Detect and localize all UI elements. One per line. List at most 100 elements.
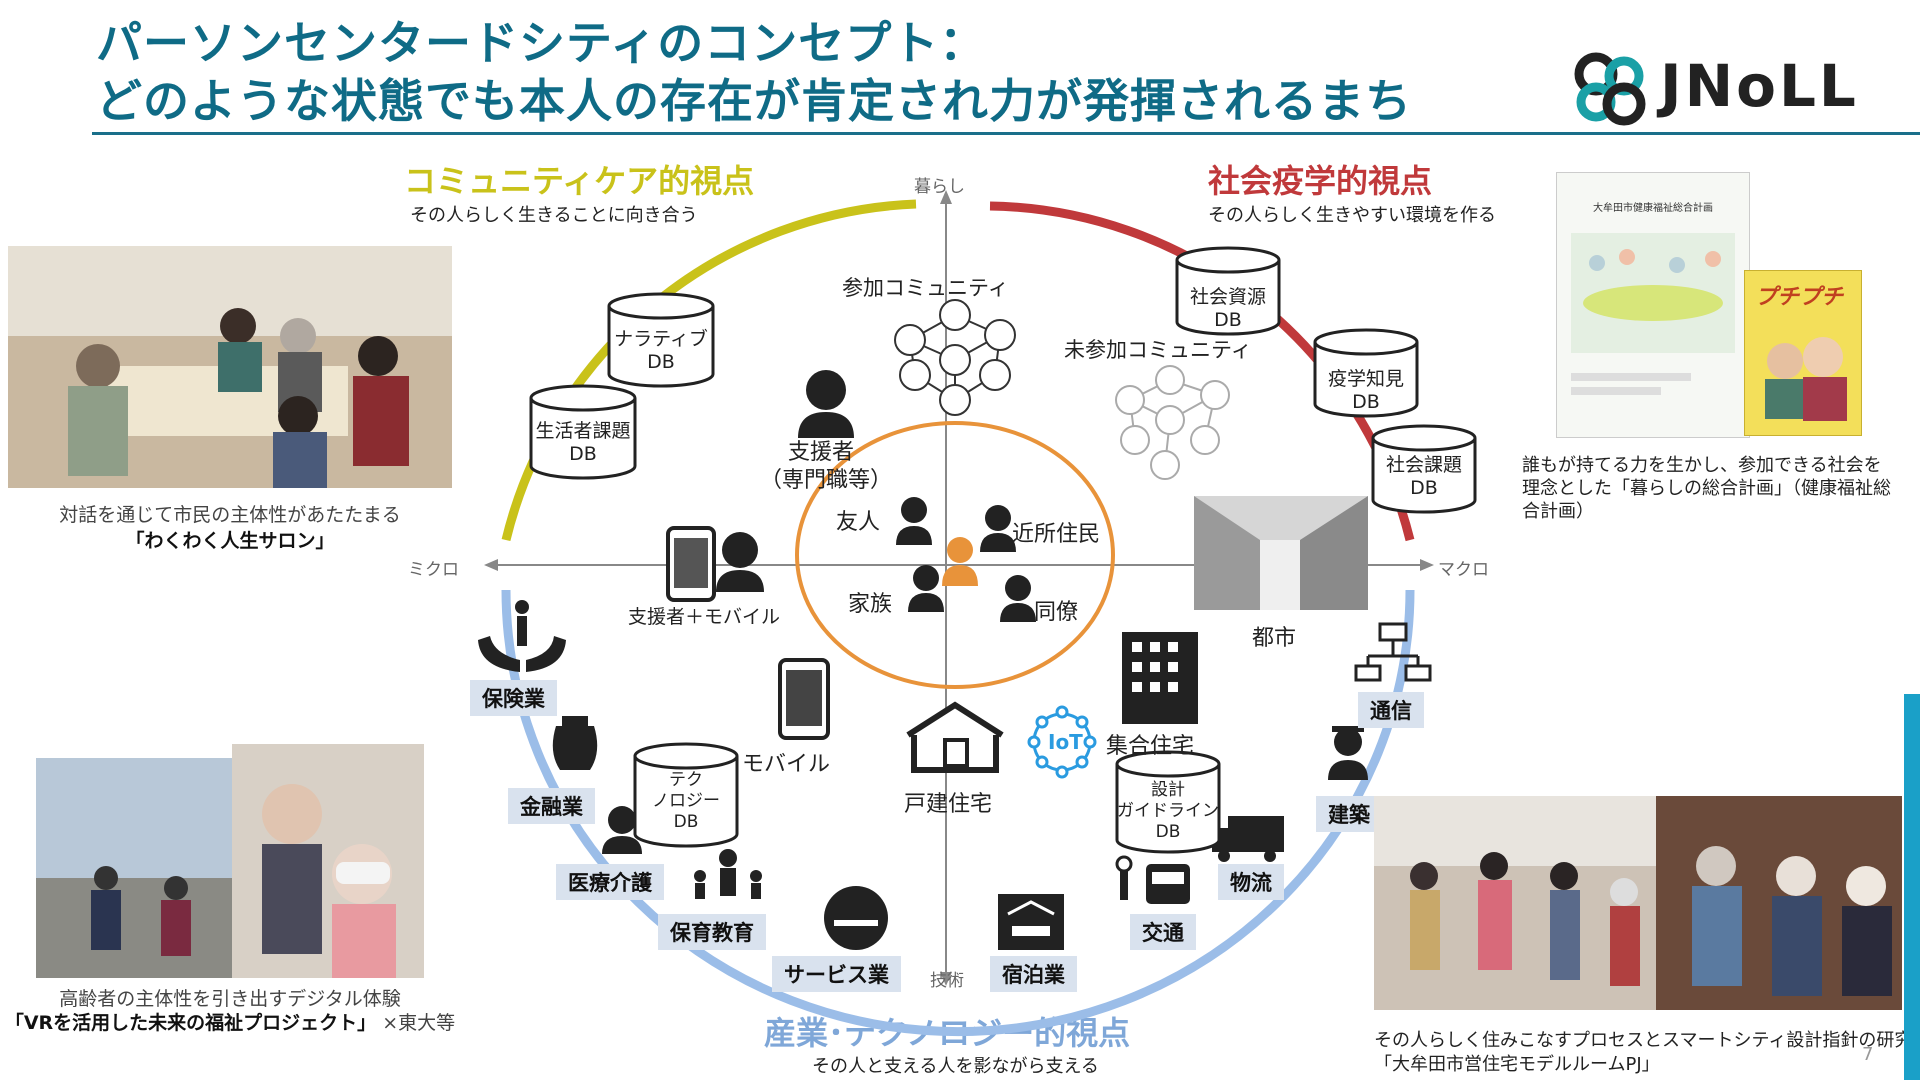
insurance-tag: 保険業 — [470, 680, 557, 716]
title-line-2: どのような状態でも本人の存在が肯定され力が発揮されるまち — [96, 74, 1412, 128]
social-issues-db-line1: 社会課題 — [1385, 454, 1462, 476]
axis-label-left: ミクロ — [408, 560, 459, 580]
booklet-illustration — [1571, 233, 1735, 395]
non-participating-community-label: 未参加コミュニティ — [1064, 338, 1252, 362]
network-communication-icon — [1354, 622, 1432, 682]
booklet2-title: プチプチ — [1755, 285, 1844, 310]
page-number: 7 — [1862, 1044, 1874, 1065]
design-guideline-db-line3: DB — [1155, 822, 1181, 842]
horizontal-axis-arrow-right — [1420, 559, 1434, 571]
database-cylinder-icon — [1115, 750, 1221, 854]
booklet2-illustration — [1765, 337, 1847, 421]
epidemiology-db-line2: DB — [1352, 391, 1380, 413]
database-cylinder-icon — [633, 742, 739, 848]
transportation-tag: 交通 — [1130, 914, 1196, 950]
colleague-icon — [1000, 575, 1036, 622]
medical-care-icon — [602, 806, 642, 854]
iot-label: IoT — [1048, 730, 1083, 754]
city-street-image — [1194, 496, 1368, 610]
narrative-db-line2: DB — [647, 351, 675, 373]
salon-caption-1: 対話を通じて市民の主体性があたたまる — [59, 504, 401, 526]
delivery-truck-icon — [1212, 816, 1284, 862]
family-label: 家族 — [848, 592, 893, 617]
mobile-phone-icon — [778, 658, 830, 740]
chain-link-logo-icon — [1574, 52, 1646, 126]
supporter-icon — [798, 370, 854, 438]
social-resources-db-line2: DB — [1214, 309, 1242, 331]
page-title: パーソンセンタードシティのコンセプト： どのような状態でも本人の存在が肯定され力… — [96, 14, 1412, 130]
database-cylinder-icon — [1175, 246, 1281, 336]
general-plan-description: 誰もが持てる力を生かし、参加できる社会を理念とした「暮らしの総合計画」（健康福祉… — [1522, 455, 1891, 522]
model-room-caption-2: 「大牟田市営住宅モデルルームPJ」 — [1374, 1054, 1660, 1075]
salon-caption-2: 「わくわく人生サロン」 — [125, 530, 335, 552]
participating-community-label: 参加コミュニティ — [842, 276, 1009, 300]
vr-outdoor-photo — [36, 758, 232, 978]
vr-headset-illustration — [232, 744, 424, 978]
neighbor-icon — [980, 505, 1016, 552]
title-line-1: パーソンセンタードシティのコンセプト： — [96, 16, 987, 70]
technology-db-line2: ノロジー — [652, 791, 720, 811]
construction-tag: 建築 — [1316, 796, 1382, 832]
house-icon — [906, 701, 1004, 773]
vr-outdoor-illustration — [36, 758, 232, 978]
non-participating-community-network-icon — [1115, 365, 1230, 480]
finance-tag: 金融業 — [508, 788, 595, 824]
model-room-illustration-1 — [1374, 796, 1658, 1010]
design-guideline-db-line1: 設計 — [1151, 780, 1185, 800]
colleague-label: 同僚 — [1034, 600, 1079, 625]
lodging-tag: 宿泊業 — [990, 956, 1077, 992]
vertical-axis-arrow-down — [940, 972, 952, 986]
apartment-label: 集合住宅 — [1106, 734, 1195, 759]
resident-issues-db-line2: DB — [569, 443, 597, 465]
database-cylinder-icon — [1313, 328, 1419, 418]
model-room-illustration-2 — [1656, 796, 1902, 1010]
mobile-label: モバイル — [742, 752, 831, 777]
epidemiology-db-line1: 疫学知見 — [1327, 368, 1404, 390]
social-issues-db-line2: DB — [1410, 477, 1438, 499]
horizontal-axis-arrow-left — [484, 559, 498, 571]
supporter-label: 支援者 — [788, 440, 855, 465]
childcare-education-tag: 保育教育 — [658, 914, 766, 950]
industry-tech-sub: その人と支える人を影ながら支える — [812, 1056, 1099, 1077]
database-cylinder-icon — [529, 384, 637, 480]
vertical-axis-arrow-up — [940, 190, 952, 204]
puchi-puchi-booklet: プチプチ — [1744, 270, 1862, 436]
model-room-caption-1: その人らしく住みこなすプロセスとスマートシティ設計指針の研究開発 — [1374, 1030, 1920, 1051]
family-icon — [908, 565, 944, 612]
personal-network-circle — [795, 421, 1115, 689]
supporter-sub-label: （専門職等） — [760, 468, 893, 493]
axis-label-right: マクロ — [1438, 560, 1489, 580]
salon-photo — [8, 246, 452, 488]
money-bag-icon — [552, 716, 598, 770]
health-welfare-plan-booklet: 大牟田市健康福祉総合計画 — [1556, 172, 1750, 438]
childcare-family-icon — [694, 849, 762, 899]
supporter-mobile-label: 支援者＋モバイル — [628, 606, 781, 628]
axis-label-bottom: 技術 — [930, 971, 964, 991]
logistics-tag: 物流 — [1218, 864, 1284, 900]
apartment-icon — [1122, 632, 1198, 724]
friend-label: 友人 — [836, 510, 881, 535]
logo-text: JNoLL — [1660, 52, 1859, 120]
iot-icon — [1027, 705, 1097, 779]
design-guideline-db-line2: ガイドライン — [1117, 801, 1219, 821]
database-cylinder-icon — [607, 292, 715, 388]
vr-caption-suffix: ×東大等 — [382, 1012, 456, 1034]
insurance-hands-icon — [478, 600, 566, 672]
social-epidemiology-heading: 社会疫学的視点 — [1208, 162, 1433, 200]
salon-photo-illustration — [8, 246, 452, 488]
resident-issues-db-line1: 生活者課題 — [535, 420, 631, 442]
vr-headset-photo — [232, 744, 424, 978]
accent-side-bar — [1904, 694, 1920, 1080]
neighbor-label: 近所住民 — [1012, 522, 1101, 547]
vr-caption-title: 「VRを活用した未来の福祉プロジェクト」 — [4, 1012, 377, 1034]
narrative-db-line1: ナラティブ — [614, 328, 708, 350]
title-divider — [92, 132, 1920, 135]
construction-worker-icon — [1328, 726, 1368, 780]
model-room-photo-1 — [1374, 796, 1658, 1010]
supporter-mobile-icon — [666, 526, 764, 602]
